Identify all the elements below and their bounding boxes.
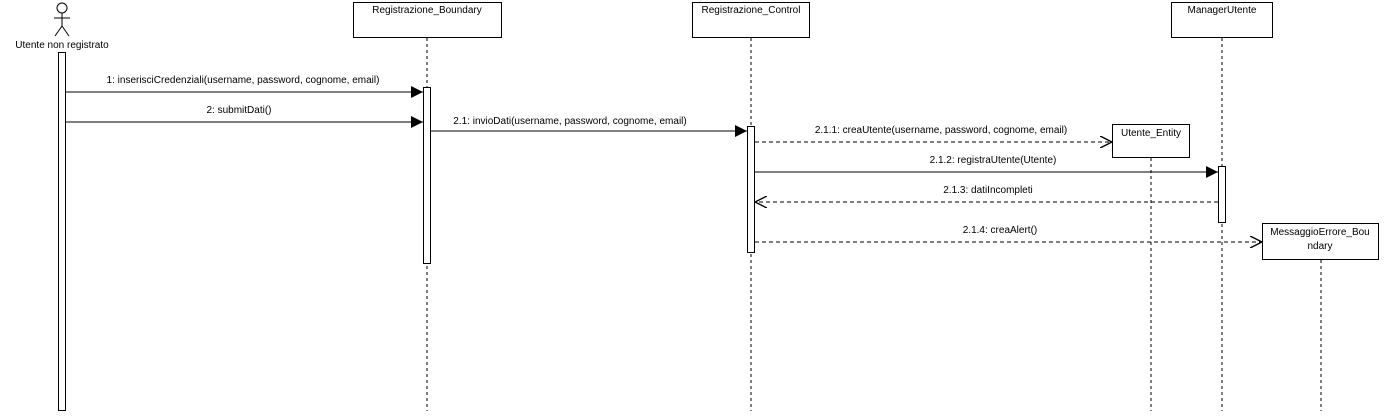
- participant-box: [1112, 124, 1190, 158]
- participant-registrazione-boundary[interactable]: Registrazione_Boundary: [353, 2, 502, 38]
- participant-label: ManagerUtente: [1188, 5, 1257, 16]
- message-2-1-1-crea-utente[interactable]: 2.1.1: creaUtente(username, password, co…: [755, 125, 1112, 142]
- message-label: 2: submitDati(): [206, 105, 271, 116]
- participant-label: Registrazione_Boundary: [372, 5, 482, 16]
- message-2-1-3-dati-incompleti[interactable]: 2.1.3: datiIncompleti: [755, 185, 1218, 202]
- message-label: 2.1: invioDati(username, password, cogno…: [453, 116, 686, 127]
- message-label: 2.1.3: datiIncompleti: [943, 185, 1033, 196]
- message-1-inserisci-credenziali[interactable]: 1: inserisciCredenziali(username, passwo…: [66, 75, 423, 98]
- message-label: 1: inserisciCredenziali(username, passwo…: [107, 75, 380, 86]
- participant-label-line1: MessaggioErrore_Bou: [1270, 227, 1370, 238]
- participant-box: [353, 2, 502, 38]
- activation-bar-control[interactable]: [747, 126, 755, 253]
- activation-bar-actor[interactable]: [58, 52, 66, 411]
- actor-label: Utente non registrato: [15, 40, 109, 51]
- message-label: 2.1.1: creaUtente(username, password, co…: [815, 125, 1067, 136]
- participant-manager-utente[interactable]: ManagerUtente: [1171, 2, 1273, 38]
- participant-label: Registrazione_Control: [702, 5, 801, 16]
- participant-box: [1171, 2, 1273, 38]
- participant-box: [692, 2, 810, 38]
- participant-utente-entity[interactable]: Utente_Entity: [1112, 124, 1190, 158]
- message-label: 2.1.2: registraUtente(Utente): [930, 155, 1057, 166]
- message-2-submit-dati[interactable]: 2: submitDati(): [66, 105, 423, 128]
- message-label: 2.1.4: creaAlert(): [963, 225, 1037, 236]
- activation-bar-boundary[interactable]: [423, 87, 431, 264]
- actor-stick-figure-icon: [54, 2, 70, 37]
- participant-messaggio-errore-boundary[interactable]: MessaggioErrore_Bou ndary: [1262, 223, 1379, 260]
- message-2-1-2-registra-utente[interactable]: 2.1.2: registraUtente(Utente): [755, 155, 1218, 178]
- message-2-1-4-crea-alert[interactable]: 2.1.4: creaAlert(): [755, 225, 1262, 242]
- participant-label-line2: ndary: [1307, 241, 1332, 252]
- actor-utente-non-registrato[interactable]: Utente non registrato: [15, 2, 109, 51]
- activation-bar-manager[interactable]: [1218, 166, 1226, 223]
- participant-box: [1262, 223, 1379, 260]
- participant-registrazione-control[interactable]: Registrazione_Control: [692, 2, 810, 38]
- message-2-1-invio-dati[interactable]: 2.1: invioDati(username, password, cogno…: [431, 116, 747, 137]
- participant-label: Utente_Entity: [1121, 128, 1181, 139]
